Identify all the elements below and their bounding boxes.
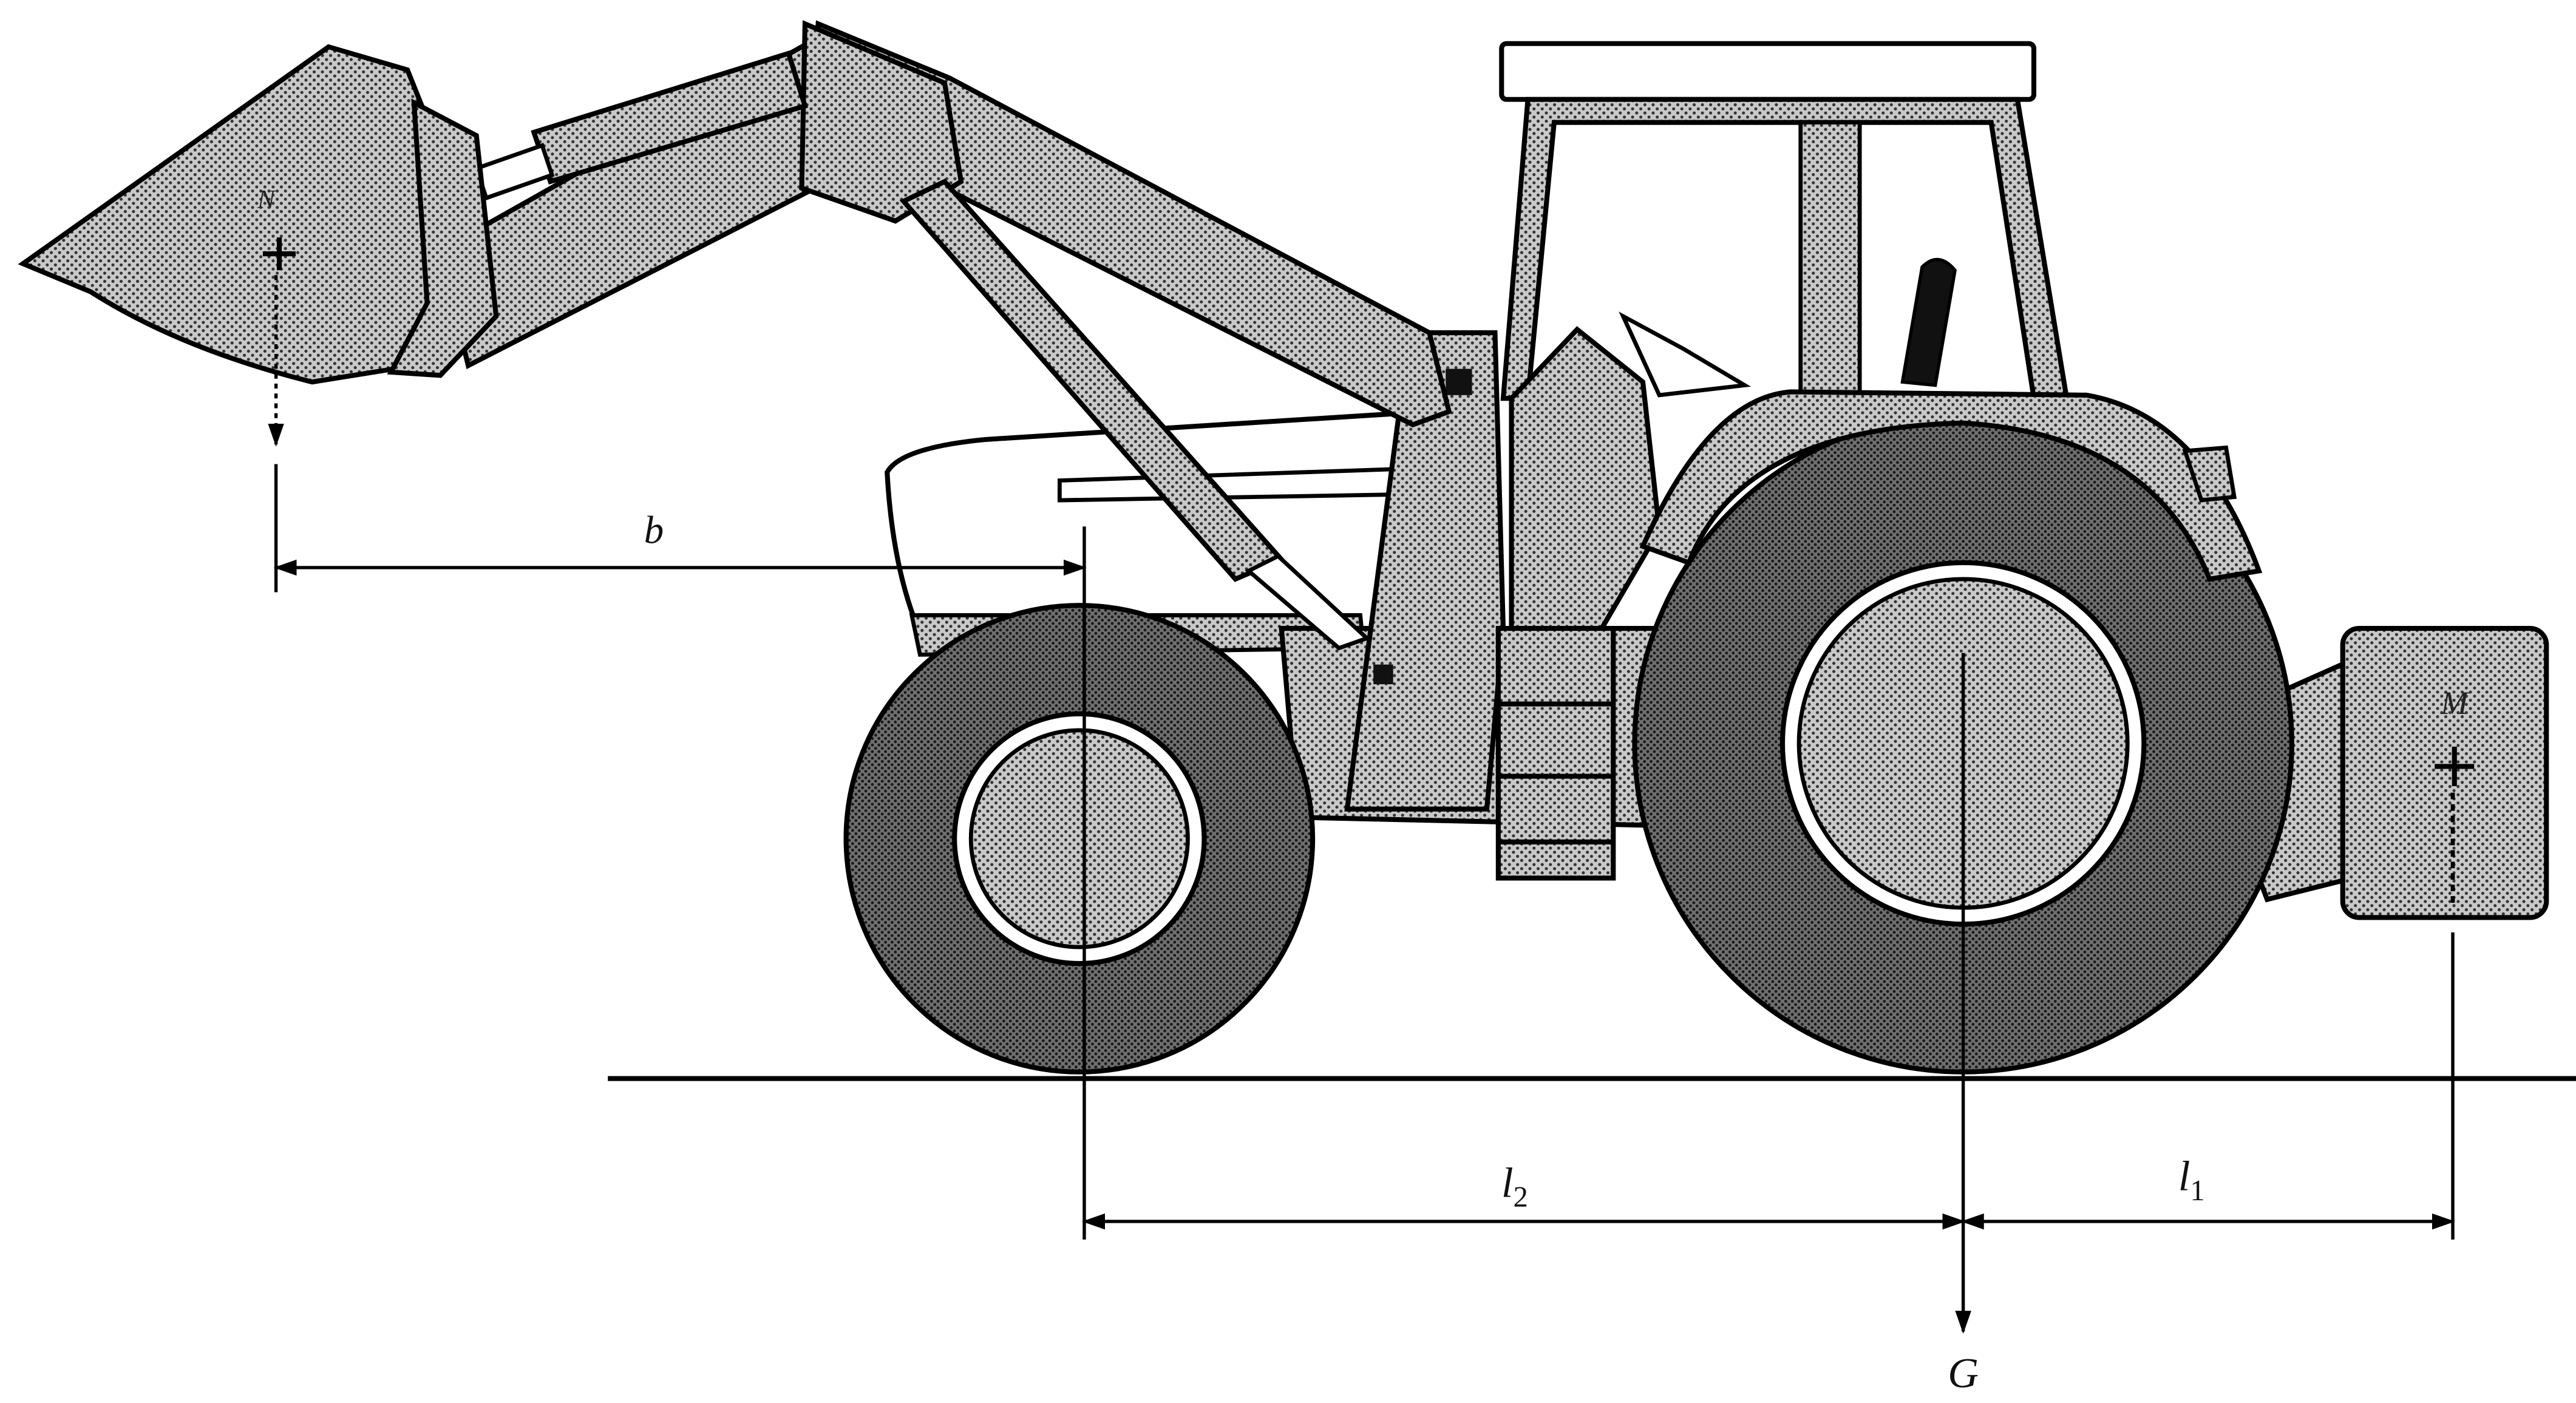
rear-fender (1639, 389, 2263, 582)
lift-cylinder (899, 178, 1371, 651)
rear-wheel (1632, 412, 2294, 1075)
bucket (18, 44, 499, 385)
dimension-b-label: b (644, 508, 664, 552)
dimension-l2-label: l2 (1501, 1159, 1528, 1213)
dimension-l2-main: l (1501, 1159, 1514, 1206)
dimension-l1-label: l1 (2178, 1153, 2205, 1207)
counterweight: M (2340, 626, 2549, 920)
dimension-l2: l2 (1082, 1159, 1966, 1230)
front-wheel (843, 603, 1316, 1075)
loader-tower (1344, 330, 1506, 812)
gravity-label: G (1948, 1350, 1979, 1397)
cab (1499, 41, 2070, 401)
dimension-l1: l1 (1960, 1153, 2455, 1230)
side-panel (1509, 326, 1662, 631)
dimension-l2-subscript: 2 (1514, 1181, 1528, 1214)
cab-steps (1495, 626, 1616, 881)
dimension-b: b (273, 464, 1087, 596)
counterweight-label: M (2440, 685, 2470, 721)
bucket-cg-marker: N (257, 185, 296, 447)
bucket-weight-label: N (257, 185, 276, 214)
dimension-l1-subscript: 1 (2190, 1174, 2204, 1207)
dimension-l1-main: l (2178, 1153, 2190, 1200)
tilt-cylinder (474, 50, 809, 201)
